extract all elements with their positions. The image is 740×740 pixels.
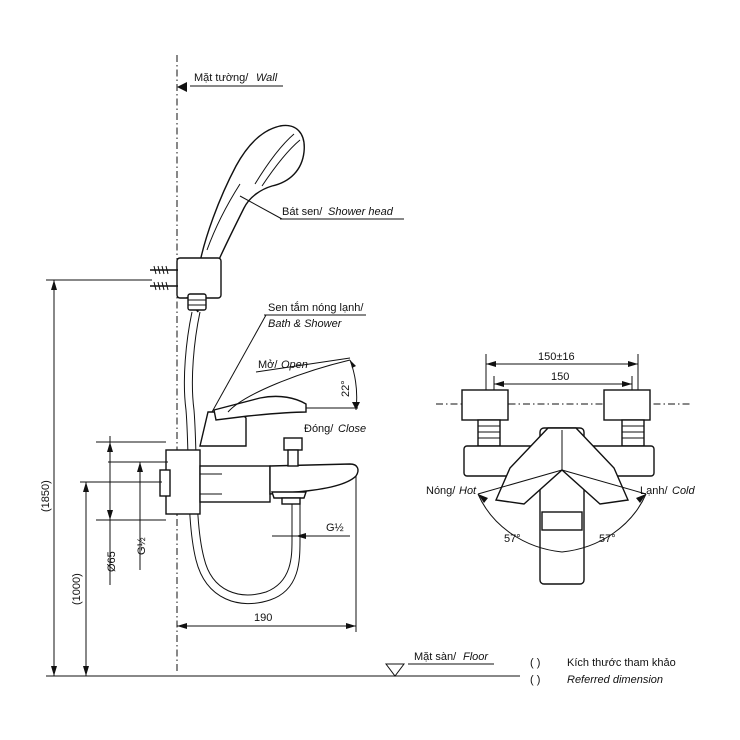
floor-label-vi: Mặt sàn/	[414, 651, 457, 663]
angle-right-value: 57°	[599, 533, 616, 545]
legend-bracket-2: ( )	[530, 674, 540, 686]
bath-shower-label-en: Bath & Shower	[268, 318, 343, 330]
open-label-vi: Mở/	[258, 359, 278, 371]
front-view-body	[436, 389, 690, 585]
wall-line	[176, 55, 187, 672]
floor-line	[46, 663, 520, 677]
bath-shower-label: Sen tắm nóng lạnh/ Bath & Shower	[211, 301, 366, 413]
legend-bracket-1: ( )	[530, 657, 540, 669]
projection-value: 190	[254, 612, 272, 624]
open-label: Mở/ Open	[255, 357, 351, 373]
hot-label-vi: Nóng/	[426, 485, 456, 497]
shower-head	[199, 124, 305, 265]
dim-g-half-left: G½	[108, 461, 168, 570]
close-label-vi: Đóng/	[304, 423, 334, 435]
handle-angle: 22°	[306, 359, 360, 411]
cold-label-vi: Lạnh/	[640, 485, 668, 497]
close-label-en: Close	[338, 423, 366, 435]
wall-label-vi: Mặt tường/	[194, 72, 249, 84]
shower-hose	[183, 311, 301, 605]
dim-diameter: Ø65	[96, 436, 166, 585]
hot-label-en: Hot	[459, 485, 477, 497]
floor-label: Mặt sàn/ Floor	[408, 651, 494, 665]
front-view-dimensions: 150±16 150	[485, 351, 639, 400]
center-tolerance-value: 150±16	[538, 351, 575, 363]
shower-head-label: Bát sen/ Shower head	[239, 195, 404, 220]
close-label: Đóng/ Close	[304, 423, 366, 435]
legend-text-vi: Kích thước tham khảo	[567, 657, 676, 669]
mixer-body	[159, 437, 359, 515]
handle-angle-value: 22°	[340, 380, 352, 397]
dim-height-total: (1850)	[40, 279, 152, 676]
hot-label: Nóng/ Hot	[426, 485, 477, 497]
shower-head-label-en: Shower head	[328, 206, 394, 218]
dim-height-mixer: (1000)	[71, 481, 162, 676]
wall-label: Mặt tường/ Wall	[190, 72, 283, 87]
legend-text-en: Referred dimension	[567, 674, 663, 686]
diameter-value: Ø65	[106, 551, 118, 572]
g-half-left-value: G½	[136, 537, 148, 555]
floor-label-en: Floor	[463, 651, 489, 663]
g-half-spout-value: G½	[326, 522, 344, 534]
dim-g-half-spout: G½	[272, 522, 350, 539]
wall-label-en: Wall	[256, 72, 278, 84]
height-mixer-value: (1000)	[71, 573, 83, 605]
open-label-en: Open	[281, 359, 308, 371]
front-view-angles: 57° 57°	[477, 469, 647, 553]
cold-label-en: Cold	[672, 485, 696, 497]
mixer-handle	[199, 359, 351, 447]
center-distance-value: 150	[551, 371, 569, 383]
bracket-screws	[150, 265, 178, 291]
dim-projection: 190	[177, 476, 357, 632]
cold-label: Lạnh/ Cold	[640, 485, 696, 497]
shower-head-label-vi: Bát sen/	[282, 206, 323, 218]
height-total-value: (1850)	[40, 480, 52, 512]
bath-shower-label-vi: Sen tắm nóng lạnh/	[268, 301, 364, 314]
legend: ( ) Kích thước tham khảo ( ) Referred di…	[530, 657, 676, 686]
angle-left-value: 57°	[504, 533, 521, 545]
wall-bracket	[176, 257, 222, 313]
